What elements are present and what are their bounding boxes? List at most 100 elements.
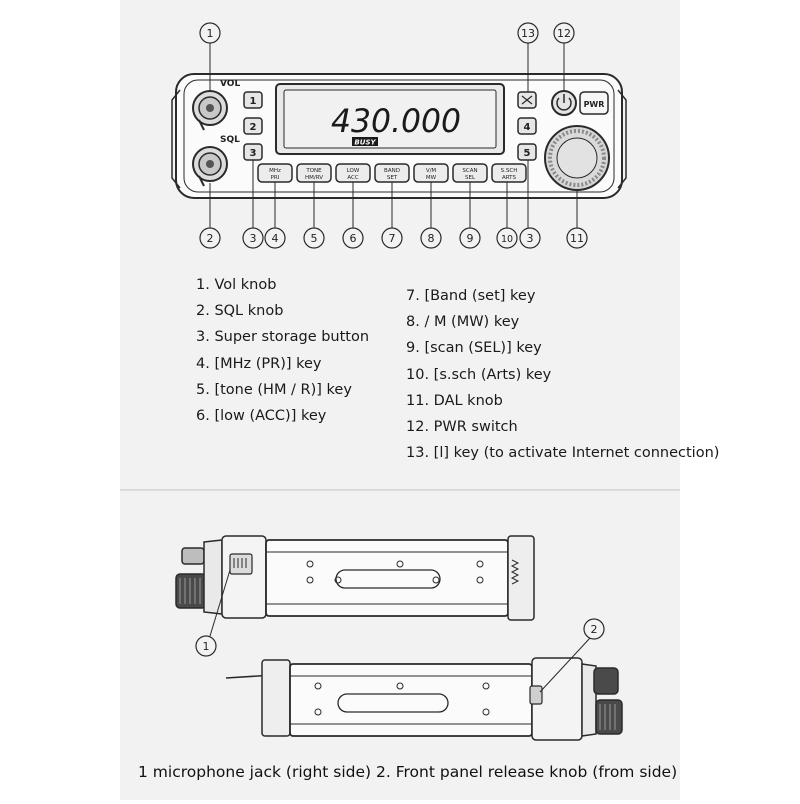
upper-rear-heatsink	[507, 535, 535, 621]
key-ssch-bottom: ARTS	[502, 175, 517, 181]
function-keys	[257, 163, 527, 183]
callout-5-text: 5	[311, 232, 318, 245]
key-band-top: BAND	[384, 168, 400, 174]
internet-key[interactable]	[517, 91, 537, 109]
panel-right-edge	[617, 89, 627, 189]
key-band-bottom: SET	[387, 175, 398, 181]
callout-5	[303, 227, 325, 249]
legend-item-11: 11. DAL knob	[406, 392, 503, 409]
key-low-bottom: ACC	[347, 175, 359, 181]
key-ssch-top: S.SCH	[501, 168, 518, 174]
key-mhz-bottom: PRI	[271, 175, 280, 181]
key-low-top: LOW	[347, 168, 360, 174]
key-vm-top: V/M	[426, 168, 437, 174]
callout-6	[342, 227, 364, 249]
pwr-switch[interactable]	[551, 90, 577, 116]
side-view-caption: 1 microphone jack (right side) 2. Front …	[138, 763, 678, 781]
frequency-readout: 430.000	[331, 102, 461, 140]
memory-button-5[interactable]	[517, 143, 537, 161]
legend-item-13: 13. [l] key (to activate Internet connec…	[406, 445, 720, 462]
legend-item-9: 9. [scan (SEL)] key	[406, 340, 542, 357]
callout-2-text: 2	[207, 232, 214, 245]
key-scan-bottom: SEL	[465, 175, 476, 181]
callout-8-text: 8	[428, 232, 435, 245]
legend-item-10: 10. [s.sch (Arts) key	[406, 366, 552, 383]
legend-left: 1. Vol knob 2. SQL knob 3. Super storage…	[196, 272, 369, 429]
callout-12	[553, 22, 575, 44]
upper-chassis	[265, 539, 509, 617]
vol-label: VOL	[220, 79, 240, 89]
upper-front-bezel	[221, 535, 267, 619]
busy-indicator-bg	[352, 137, 378, 146]
dal-knob[interactable]	[544, 125, 610, 191]
callout-7	[381, 227, 403, 249]
side-callout-1	[195, 635, 217, 657]
callout-3-left-text: 3	[250, 232, 257, 245]
legend-item-2: 2. SQL knob	[196, 303, 284, 320]
panel-left-edge	[171, 89, 181, 189]
callout-10	[496, 227, 518, 249]
legend-item-7: 7. [Band (set] key	[406, 288, 536, 304]
memory-button-4[interactable]	[517, 117, 537, 135]
callout-11	[566, 227, 588, 249]
legend-item-4: 4. [MHz (PR)] key	[196, 355, 322, 372]
callout-12-text: 12	[557, 27, 571, 40]
side-callout-2-text: 2	[591, 623, 598, 636]
callout-6-text: 6	[350, 232, 357, 245]
memory-button-3-label: 3	[250, 148, 257, 159]
key-labels: MHz PRI TONE HM/RV LOW ACC BAND SET V/M …	[269, 168, 517, 181]
lower-small-knob	[593, 667, 619, 695]
front-panel-release-knob[interactable]	[529, 685, 543, 705]
key-vm-bottom: MW	[426, 175, 437, 181]
key-mhz-top: MHz	[269, 168, 281, 174]
pwr-label-box	[579, 91, 609, 115]
memory-button-2[interactable]	[243, 117, 263, 135]
memory-button-4-label: 4	[524, 122, 531, 133]
callout-3-right-text: 3	[527, 232, 534, 245]
leader-lines	[209, 43, 578, 228]
callout-3-left	[242, 227, 264, 249]
pwr-label: PWR	[584, 100, 605, 109]
legend-item-3: 3. Super storage button	[196, 329, 370, 346]
side-callout-2	[583, 618, 605, 640]
callout-numbers: 1 13 12 2 3 4 5 6 7 8 9 10 3 11	[207, 27, 585, 245]
lower-chassis	[289, 663, 533, 737]
legend-right: 7. [Band (set] key 8. / M (MW) key 9. [s…	[406, 283, 719, 466]
panel-inner-rim	[183, 79, 615, 193]
callout-4-text: 4	[272, 232, 279, 245]
callout-4	[264, 227, 286, 249]
upper-small-knob	[181, 547, 205, 565]
memory-button-1-label: 1	[250, 96, 257, 107]
memory-button-2-label: 2	[250, 122, 257, 133]
memory-button-1[interactable]	[243, 91, 263, 109]
side-view-left	[225, 637, 623, 741]
lower-rear-heatsink	[261, 659, 291, 737]
callout-10-text: 10	[501, 234, 513, 245]
legend-item-5: 5. [tone (HM / R)] key	[196, 381, 352, 398]
sql-label: SQL	[220, 135, 240, 145]
key-tone-top: TONE	[305, 168, 322, 174]
vol-knob[interactable]	[192, 90, 228, 131]
callout-13-text: 13	[521, 27, 535, 40]
sql-knob[interactable]	[192, 146, 228, 187]
upper-slot	[335, 569, 441, 589]
callout-1	[199, 22, 221, 44]
legend-item-8: 8. / M (MW) key	[406, 314, 520, 331]
key-ssch[interactable]	[491, 163, 527, 183]
key-scan-top: SCAN	[462, 168, 477, 174]
callout-7-text: 7	[389, 232, 396, 245]
panel-text: VOL SQL 1 2 3 4 5 430.000 BUSY PWR	[220, 79, 604, 159]
radio-front-panel	[171, 73, 627, 199]
lower-slot	[337, 693, 449, 713]
legend-item-12: 12. PWR switch	[406, 419, 518, 436]
busy-indicator: BUSY	[354, 139, 376, 147]
callout-9-text: 9	[467, 232, 474, 245]
callout-13	[517, 22, 539, 44]
key-tone-bottom: HM/RV	[305, 175, 323, 181]
legend-item-6: 6. [low (ACC)] key	[196, 408, 327, 425]
microphone-jack[interactable]	[229, 553, 253, 575]
memory-button-5-label: 5	[524, 148, 531, 159]
callout-3-right	[519, 227, 541, 249]
